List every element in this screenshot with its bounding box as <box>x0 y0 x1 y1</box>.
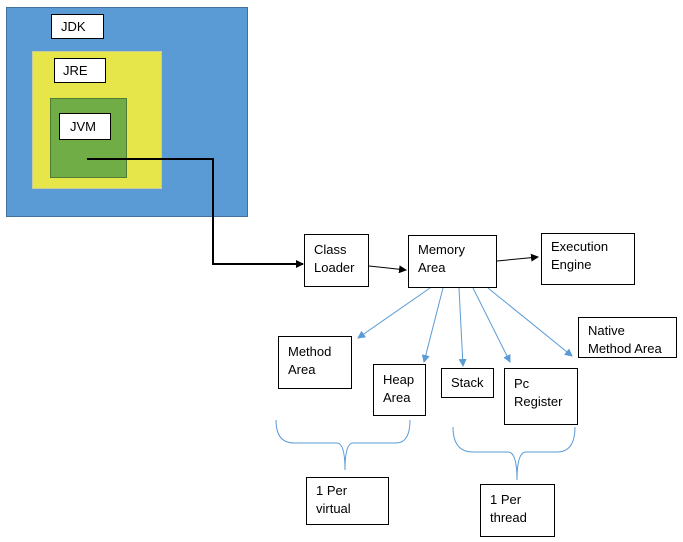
jvm-label: JVM <box>70 119 96 134</box>
per-virtual-label-line1: 1 Per <box>316 483 348 498</box>
execution-engine-label-line2: Engine <box>551 257 592 272</box>
jvm-to-class-loader-connector <box>87 158 304 268</box>
memory-area-box: Memory Area <box>408 235 497 288</box>
memory-to-method-area-arrow <box>357 287 431 339</box>
memory-to-pc-register-arrow <box>472 287 511 363</box>
jdk-label: JDK <box>61 19 86 34</box>
per-thread-label-line2: thread <box>490 510 527 525</box>
native-method-area-label-line2: Method Area <box>588 341 662 356</box>
native-method-area-box: Native Method Area <box>578 317 677 358</box>
class-loader-box: Class Loader <box>304 234 369 287</box>
method-area-label-line1: Method <box>288 344 332 359</box>
class-loader-label-line2: Loader <box>314 260 355 275</box>
heap-area-label-line1: Heap <box>383 372 415 387</box>
memory-to-heap-area-arrow <box>421 287 444 363</box>
per-thread-label-line1: 1 Per <box>490 492 522 507</box>
execution-engine-box: Execution Engine <box>541 233 635 285</box>
jdk-label-box: JDK <box>51 14 104 39</box>
method-area-box: Method Area <box>278 336 352 389</box>
heap-area-box: Heap Area <box>373 364 426 416</box>
memory-area-label-line2: Area <box>418 260 446 275</box>
memory-area-to-execution-engine-arrow <box>496 253 539 262</box>
class-loader-label-line1: Class <box>314 242 347 257</box>
per-virtual-box: 1 Per virtual <box>306 477 389 525</box>
per-thread-brace <box>452 426 576 481</box>
pc-register-box: Pc Register <box>504 368 578 425</box>
jre-label: JRE <box>63 63 88 78</box>
class-loader-to-memory-area-arrow <box>368 265 407 274</box>
memory-area-label-line1: Memory <box>418 242 465 257</box>
stack-box: Stack <box>441 368 494 398</box>
heap-area-label-line2: Area <box>383 390 411 405</box>
per-virtual-brace <box>275 419 411 471</box>
method-area-label-line2: Area <box>288 362 316 377</box>
per-virtual-label-line2: virtual <box>316 501 351 516</box>
memory-to-stack-arrow <box>458 287 467 367</box>
jvm-label-box: JVM <box>59 113 111 140</box>
execution-engine-label-line1: Execution <box>551 239 609 254</box>
pc-register-label-line1: Pc <box>514 376 530 391</box>
per-thread-box: 1 Per thread <box>480 484 555 537</box>
memory-to-native-method-area-arrow <box>487 287 573 357</box>
native-method-area-label-line1: Native <box>588 323 625 338</box>
jre-label-box: JRE <box>54 58 106 83</box>
stack-label: Stack <box>451 375 484 390</box>
pc-register-label-line2: Register <box>514 394 563 409</box>
